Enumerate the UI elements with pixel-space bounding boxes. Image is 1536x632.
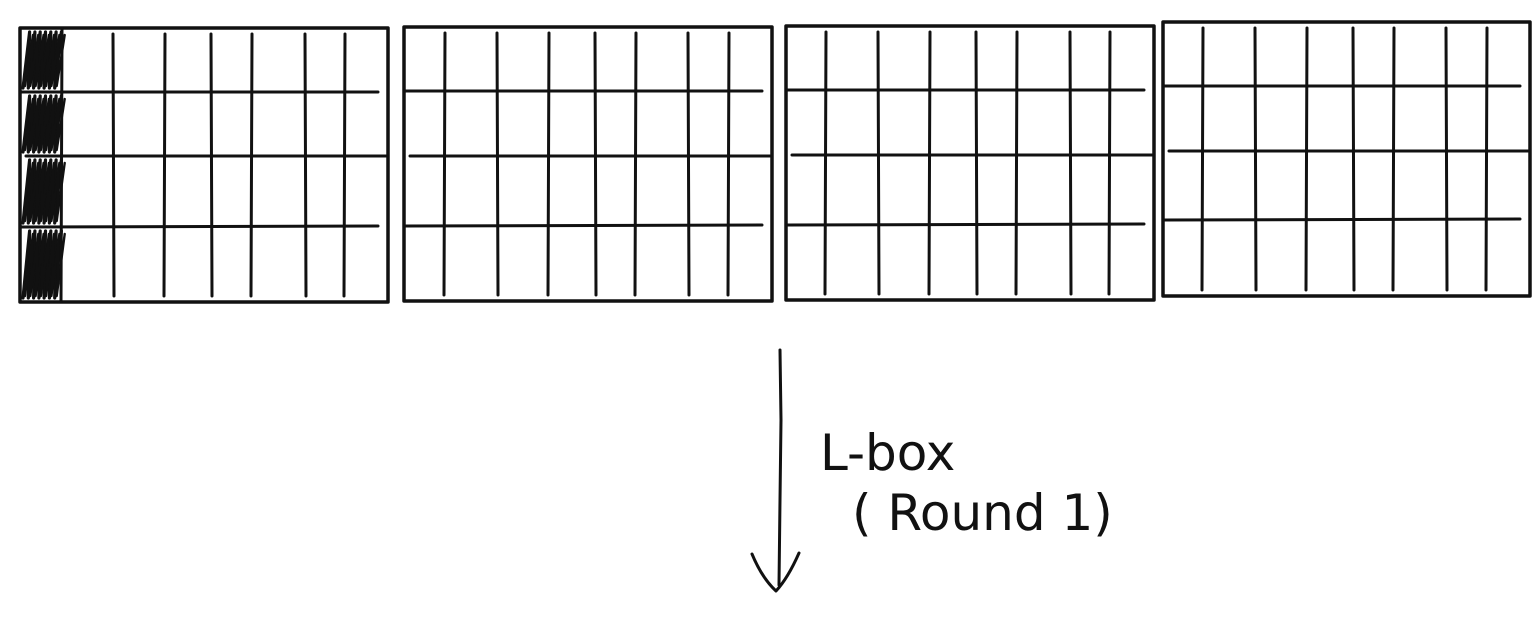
scribble-fill — [23, 232, 66, 298]
column-line — [726, 31, 731, 297]
column-line — [1391, 26, 1396, 292]
row-line — [784, 222, 1146, 227]
state-block-1 — [18, 26, 390, 304]
row-line — [1161, 217, 1522, 222]
column-line — [249, 32, 254, 298]
panel-border — [402, 25, 774, 303]
column-line — [1014, 30, 1019, 296]
column-line — [162, 32, 167, 298]
column-line — [593, 31, 598, 297]
column-line — [442, 31, 447, 297]
row-line — [18, 224, 380, 229]
column-line — [1304, 26, 1309, 292]
column-line — [1351, 26, 1356, 292]
panel-border — [18, 26, 390, 304]
down-arrow — [750, 348, 801, 593]
column-line — [686, 31, 691, 297]
column-line — [1068, 30, 1073, 296]
column-line — [303, 32, 308, 298]
column-line — [633, 31, 638, 297]
column-line — [1253, 26, 1258, 292]
arrow-head — [750, 551, 801, 593]
state-block-4 — [1161, 20, 1532, 298]
row-line — [402, 223, 764, 228]
shaded-column — [21, 30, 66, 300]
column-line — [1444, 26, 1449, 292]
arrow-label-line-2: ( Round 1) — [852, 484, 1113, 542]
state-block-2 — [402, 25, 774, 303]
column-line — [495, 31, 500, 297]
column-line — [342, 32, 347, 298]
column-line — [111, 32, 116, 298]
column-line — [1200, 26, 1205, 292]
panel-border — [784, 24, 1156, 302]
column-line — [974, 30, 979, 296]
arrow-label-line-1: L-box — [820, 424, 955, 482]
state-block-3 — [784, 24, 1156, 302]
column-line — [546, 31, 551, 297]
column-line — [1484, 26, 1489, 292]
arrow-shaft — [777, 348, 783, 587]
column-line — [823, 30, 828, 296]
column-line — [927, 30, 932, 296]
arrow-label: L-box ( Round 1) — [820, 424, 1113, 542]
scribble-fill — [23, 97, 66, 152]
scribble-fill — [23, 161, 66, 223]
column-line — [876, 30, 881, 296]
scribble-fill — [23, 33, 66, 88]
state-blocks — [18, 20, 1532, 304]
panel-border — [1161, 20, 1532, 298]
column-line — [209, 32, 214, 298]
column-line — [59, 26, 64, 304]
column-line — [1107, 30, 1112, 296]
